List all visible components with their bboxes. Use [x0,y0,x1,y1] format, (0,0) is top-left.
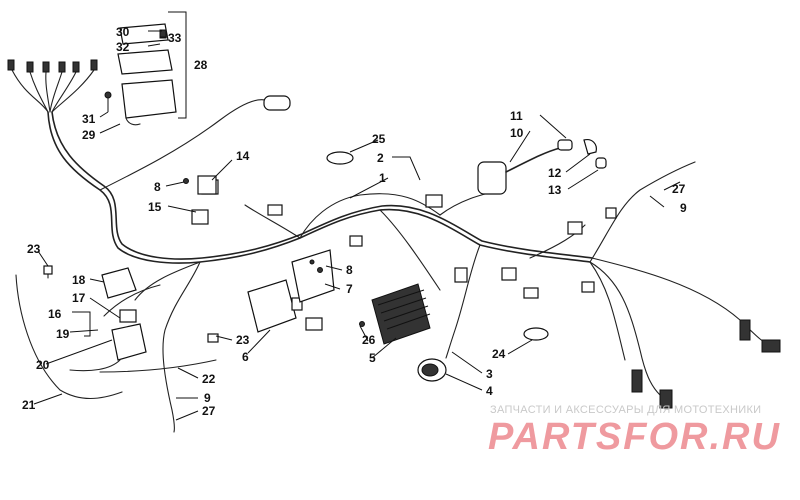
callout-27-right: 27 [672,182,686,196]
watermark-logo: PARTSFOR.RU [488,416,781,458]
callout-19: 19 [56,327,70,341]
callout-23-lower: 23 [236,333,250,347]
callout-14: 14 [236,149,250,163]
fasteners [43,178,365,343]
callout-20: 20 [36,358,50,372]
leader-lines [33,11,681,421]
callout-12: 12 [548,166,562,180]
callout-18: 18 [72,273,86,287]
callout-8-upper: 8 [154,180,161,194]
callout-33: 33 [168,31,182,45]
voltage-regulator [371,283,431,345]
callout-13: 13 [548,183,562,197]
fuse-box-assembly [104,23,177,126]
callout-30: 30 [116,25,130,39]
callout-8-lower: 8 [346,263,353,277]
callout-9-right: 9 [680,201,687,215]
callout-22: 22 [202,372,216,386]
callout-2: 2 [377,151,384,165]
callouts: 30 32 33 28 31 29 25 2 1 11 10 12 13 14 … [22,25,687,418]
callout-21: 21 [22,398,36,412]
callout-11: 11 [510,109,523,123]
callout-10: 10 [510,126,524,140]
callout-29: 29 [82,128,96,142]
callout-4: 4 [486,384,493,398]
switch-4 [417,358,447,382]
callout-9-lower: 9 [204,391,211,405]
callout-7: 7 [346,282,353,296]
callout-6: 6 [242,350,249,364]
callout-1: 1 [379,171,386,185]
ignition-coil [477,139,607,195]
callout-28: 28 [194,58,208,72]
callout-25: 25 [372,132,386,146]
callout-26: 26 [362,333,376,347]
watermark-caption: ЗАПЧАСТИ И АКСЕССУАРЫ ДЛЯ МОТОТЕХНИКИ [490,404,762,416]
top-left-breakout [7,59,98,113]
mounting-bracket [291,249,335,303]
callout-27-lower: 27 [202,404,216,418]
cdi-module [247,279,303,333]
callout-16: 16 [48,307,62,321]
callout-3: 3 [486,367,493,381]
callout-5: 5 [369,351,376,365]
main-harness [47,99,779,433]
relay-assembly [69,267,147,372]
callout-17: 17 [72,291,86,305]
callout-31: 31 [82,112,96,126]
clamps [326,151,549,341]
callout-32: 32 [116,40,130,54]
callout-24: 24 [492,347,506,361]
callout-15: 15 [148,200,162,214]
connectors [191,95,781,409]
callout-23-upper: 23 [27,242,41,256]
